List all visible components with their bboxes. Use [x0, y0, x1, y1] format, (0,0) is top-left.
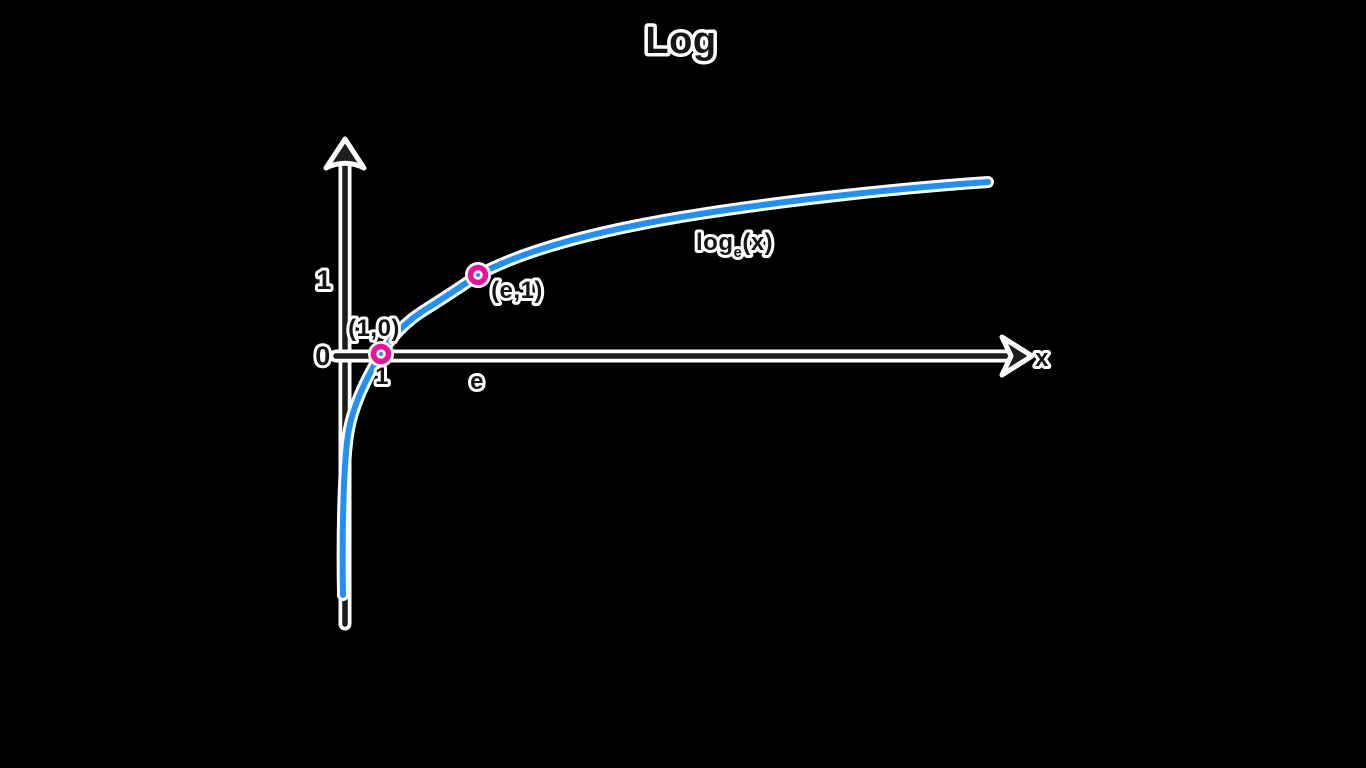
figure-title: Log	[645, 20, 716, 62]
curve-equation-argument: (x)	[742, 229, 773, 256]
point-e-1-label: (e,1)	[491, 277, 543, 304]
curve-equation-subscript: e	[734, 244, 743, 261]
origin-label: 0	[315, 341, 331, 371]
y-tick-label-1: 1	[316, 265, 332, 295]
x-axis-arrow-icon	[999, 334, 1035, 378]
marker-point-e-1	[465, 262, 491, 288]
y-axis-arrow-icon	[323, 136, 367, 171]
curve-equation-base: log	[696, 229, 734, 256]
marker-ring-icon	[467, 264, 489, 286]
log-curve	[336, 176, 994, 601]
log-curve-stroke	[339, 179, 991, 598]
curve-equation-label: loge(x)	[696, 229, 773, 261]
x-tick-label-1: 1	[375, 363, 389, 390]
x-axis	[329, 334, 1035, 378]
marker-point-1-0	[368, 341, 394, 367]
point-1-0-label: (1,0)	[348, 315, 400, 342]
x-axis-label: x	[1035, 345, 1049, 372]
x-tick-label-e: e	[470, 368, 484, 395]
marker-ring-icon	[370, 343, 392, 365]
log-curve-outline	[336, 176, 994, 601]
